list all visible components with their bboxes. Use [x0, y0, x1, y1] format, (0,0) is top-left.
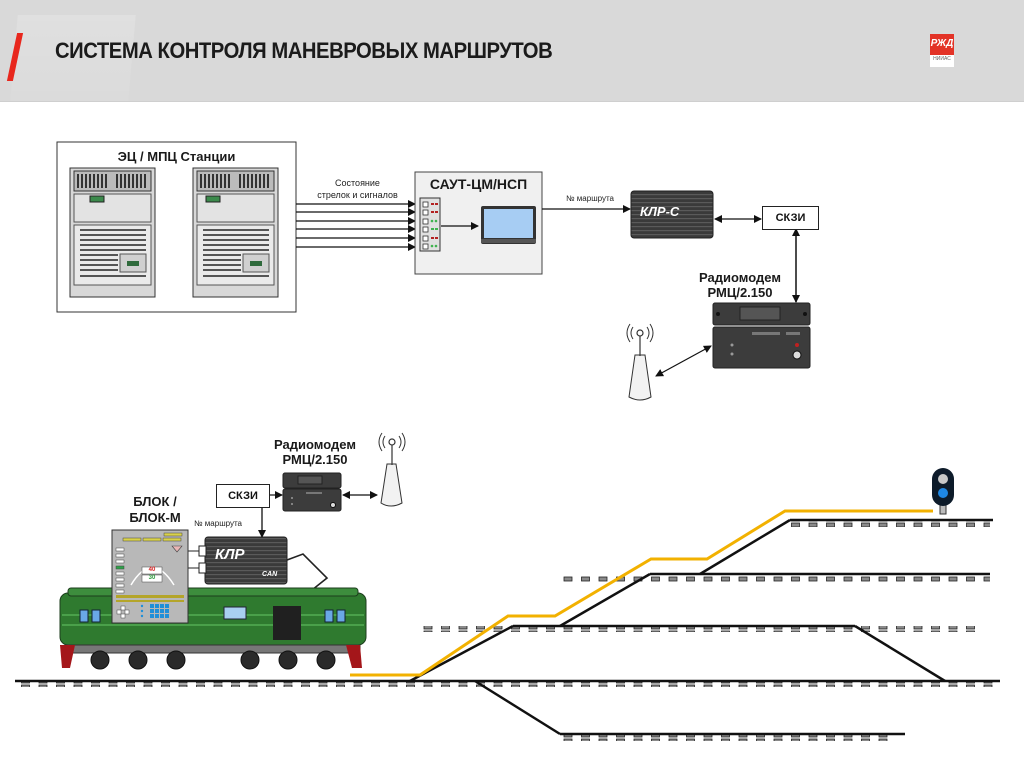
can-label: CAN — [262, 571, 278, 578]
signal-state-label-line1: Состояние — [335, 178, 380, 188]
loco-modem-label-line2: РМЦ/2.150 — [282, 452, 348, 467]
loco-antenna-icon — [378, 432, 406, 507]
pantograph — [286, 553, 329, 591]
loco-klr-device — [187, 536, 288, 585]
loco-modem-label-line1: Радиомодем — [274, 437, 356, 452]
block-label-line1: БЛОК / — [133, 494, 177, 509]
loco-klr-label: КЛР — [215, 546, 245, 563]
klr-s-label: КЛР-С — [640, 204, 680, 219]
station-modem-label-line2: РМЦ/2.150 — [707, 285, 773, 300]
station-group-label: ЭЦ / МПЦ Станции — [117, 149, 236, 164]
station-antenna-link — [655, 345, 712, 377]
locomotive — [59, 587, 367, 670]
logo-caption: НИИАС — [933, 56, 951, 62]
shunting-signal-icon — [932, 468, 954, 515]
loco-route-number-label: № маршрута — [194, 519, 243, 528]
logo-mark: РЖД — [930, 34, 954, 55]
interlocking-rack-1 — [69, 167, 156, 298]
rzd-niias-logo: РЖД НИИАС — [930, 34, 954, 67]
block-label-line2: БЛОК-М — [129, 510, 181, 525]
signal-state-label-line2: стрелок и сигналов — [317, 190, 398, 200]
route-highlight-line — [350, 509, 933, 677]
station-modem-label-line1: Радиомодем — [699, 270, 781, 285]
saut-label: САУТ-ЦМ/НСП — [429, 176, 528, 192]
station-radiomodem — [712, 302, 811, 369]
station-skzi-label: СКЗИ — [775, 212, 806, 224]
speed-current-readout: 30 — [148, 575, 156, 581]
header-bar: СИСТЕМА КОНТРОЛЯ МАНЕВРОВЫХ МАРШРУТОВ РЖ… — [0, 0, 1024, 102]
page-title: СИСТЕМА КОНТРОЛЯ МАНЕВРОВЫХ МАРШРУТОВ — [55, 38, 553, 63]
speed-limit-readout: 40 — [148, 567, 156, 573]
monitor-icon — [481, 206, 536, 244]
loco-skzi-box: СКЗИ — [216, 484, 270, 508]
railway-tracks — [15, 518, 1000, 741]
station-antenna-icon — [626, 323, 654, 401]
klr-s-device — [630, 190, 714, 239]
control-block-unit — [111, 529, 189, 624]
signal-state-arrows — [296, 200, 416, 251]
station-skzi-box: СКЗИ — [762, 206, 819, 230]
station-route-number-label: № маршрута — [565, 194, 614, 203]
interlocking-rack-2 — [192, 167, 279, 298]
loco-skzi-label: СКЗИ — [228, 490, 258, 502]
loco-radiomodem — [282, 472, 342, 512]
